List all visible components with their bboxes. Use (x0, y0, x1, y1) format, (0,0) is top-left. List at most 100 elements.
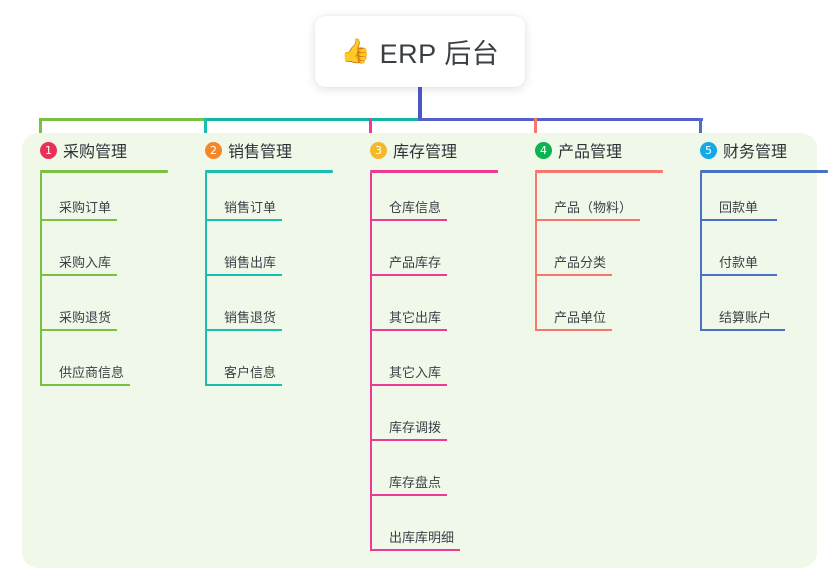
module-item[interactable]: 出库库明细 (362, 503, 512, 558)
module-spine (205, 173, 207, 386)
thumbs-up-icon: 👍 (340, 37, 371, 65)
module-item-label: 库存调拨 (389, 420, 442, 435)
module-item[interactable]: 其它入库 (362, 338, 512, 393)
module-item-label: 销售订单 (224, 200, 277, 215)
module-item-rule (700, 274, 777, 276)
module-item-label: 出库库明细 (389, 530, 455, 545)
module-item-label: 其它入库 (389, 365, 442, 380)
module-header-rule (40, 170, 168, 173)
module-item-label: 产品库存 (389, 255, 442, 270)
module-item[interactable]: 产品单位 (527, 283, 677, 338)
module-item-label: 其它出库 (389, 310, 442, 325)
module-item-rule (205, 274, 282, 276)
module-item[interactable]: 销售出库 (197, 228, 347, 283)
module-number-badge: 1 (40, 141, 57, 159)
module-item-label: 采购订单 (59, 200, 112, 215)
module-title: 库存管理 (393, 144, 458, 161)
module-header-1[interactable]: 1 采购管理 (32, 133, 182, 167)
module-column-1: 1 采购管理采购订单采购入库采购退货供应商信息 (32, 133, 182, 393)
bus-segment-mid (205, 118, 420, 121)
module-header-4[interactable]: 4 产品管理 (527, 133, 677, 167)
module-item-rule (535, 274, 612, 276)
module-item-label: 结算账户 (719, 310, 772, 325)
module-item[interactable]: 仓库信息 (362, 173, 512, 228)
module-items: 回款单付款单结算账户 (692, 173, 839, 338)
module-number-badge: 2 (205, 141, 222, 159)
module-item-rule (370, 274, 447, 276)
modules-panel: 1 采购管理采购订单采购入库采购退货供应商信息 2 销售管理销售订单销售出库销售退货客… (22, 133, 828, 568)
module-item-label: 采购入库 (59, 255, 112, 270)
module-item-label: 付款单 (719, 255, 759, 270)
module-item-rule (205, 329, 282, 331)
module-header-3[interactable]: 3 库存管理 (362, 133, 512, 167)
module-column-4: 4 产品管理产品（物料） 产品分类产品单位 (527, 133, 677, 338)
module-item-label: 销售出库 (224, 255, 277, 270)
module-item[interactable]: 付款单 (692, 228, 839, 283)
module-item[interactable]: 结算账户 (692, 283, 839, 338)
module-item-rule (40, 329, 117, 331)
drop-line-2 (204, 118, 207, 141)
module-title: 采购管理 (63, 144, 128, 161)
module-number-badge: 3 (370, 141, 387, 159)
module-column-5: 5 财务管理回款单付款单结算账户 (692, 133, 839, 338)
module-item-label: 采购退货 (59, 310, 112, 325)
module-spine (535, 173, 537, 331)
module-item[interactable]: 库存调拨 (362, 393, 512, 448)
module-item-rule (370, 549, 460, 551)
module-spine (40, 173, 42, 386)
module-item-rule (40, 219, 117, 221)
module-item-label: 客户信息 (224, 365, 277, 380)
module-number-badge: 5 (700, 141, 717, 159)
module-item[interactable]: 库存盘点 (362, 448, 512, 503)
module-item[interactable]: 采购入库 (32, 228, 182, 283)
module-item[interactable]: 采购订单 (32, 173, 182, 228)
module-header-rule (370, 170, 498, 173)
module-item-label: 库存盘点 (389, 475, 442, 490)
module-item-label: 供应商信息 (59, 365, 125, 380)
root-title-card[interactable]: 👍 ERP 后台 (315, 16, 525, 87)
module-item[interactable]: 供应商信息 (32, 338, 182, 393)
module-item[interactable]: 产品库存 (362, 228, 512, 283)
module-items: 仓库信息产品库存其它出库其它入库库存调拨库存盘点出库库明细 (362, 173, 512, 558)
module-title: 财务管理 (723, 144, 788, 161)
page-title: ERP 后台 (379, 39, 500, 69)
module-item-rule (700, 219, 777, 221)
module-spine (370, 173, 372, 551)
module-item-label: 产品（物料） (554, 200, 633, 215)
module-item-label: 销售退货 (224, 310, 277, 325)
drop-line-5 (699, 118, 702, 141)
module-item-rule (370, 329, 447, 331)
module-header-rule (535, 170, 663, 173)
module-items: 销售订单销售出库销售退货客户信息 (197, 173, 347, 393)
module-title: 销售管理 (228, 144, 293, 161)
module-item-rule (535, 329, 612, 331)
drop-line-1 (39, 118, 42, 141)
module-item-rule (40, 274, 117, 276)
module-item-rule (535, 219, 640, 221)
module-header-2[interactable]: 2 销售管理 (197, 133, 347, 167)
module-item[interactable]: 产品（物料） (527, 173, 677, 228)
module-item-rule (370, 439, 447, 441)
module-header-5[interactable]: 5 财务管理 (692, 133, 839, 167)
module-item-rule (40, 384, 130, 386)
module-item[interactable]: 销售订单 (197, 173, 347, 228)
module-item-label: 回款单 (719, 200, 759, 215)
root-stem (418, 87, 422, 121)
module-item[interactable]: 采购退货 (32, 283, 182, 338)
module-item-rule (700, 329, 785, 331)
module-title: 产品管理 (558, 144, 623, 161)
module-item-label: 产品分类 (554, 255, 607, 270)
module-item[interactable]: 客户信息 (197, 338, 347, 393)
module-item[interactable]: 其它出库 (362, 283, 512, 338)
module-item[interactable]: 回款单 (692, 173, 839, 228)
module-number-badge: 4 (535, 141, 552, 159)
module-item[interactable]: 产品分类 (527, 228, 677, 283)
module-items: 采购订单采购入库采购退货供应商信息 (32, 173, 182, 393)
module-item-label: 仓库信息 (389, 200, 442, 215)
module-item[interactable]: 销售退货 (197, 283, 347, 338)
module-header-rule (205, 170, 333, 173)
drop-line-3 (369, 118, 372, 141)
module-column-3: 3 库存管理仓库信息产品库存其它出库其它入库库存调拨库存盘点出库库明细 (362, 133, 512, 558)
module-column-2: 2 销售管理销售订单销售出库销售退货客户信息 (197, 133, 347, 393)
module-item-rule (205, 384, 282, 386)
